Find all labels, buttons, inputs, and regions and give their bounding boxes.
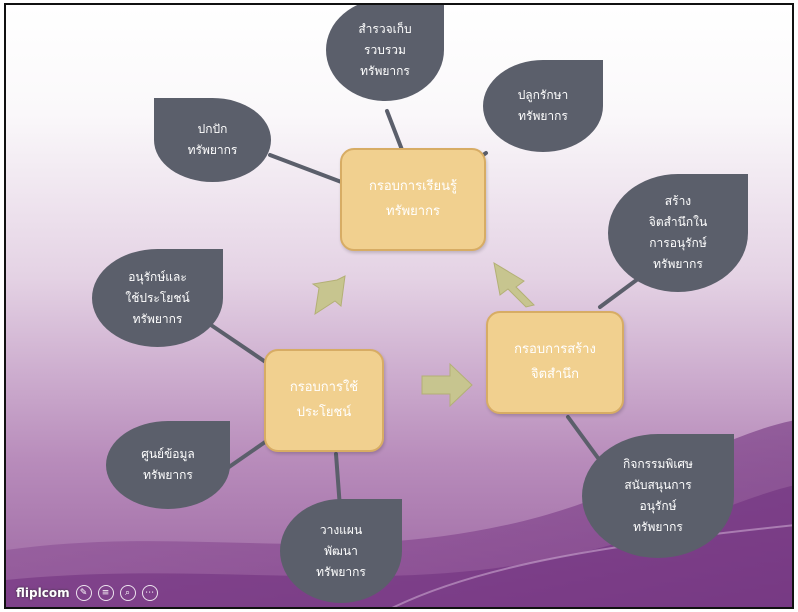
box-learning: กรอบการเรียนรู้ ทรัพยากร — [340, 148, 486, 251]
arrow-up-left — [493, 261, 535, 308]
connector-survey — [385, 109, 406, 157]
list-icon[interactable]: ≡ — [97, 585, 114, 601]
bubble-plan-develop-label: วางแผน พัฒนา ทรัพยากร — [316, 522, 366, 579]
connector-conserve-use — [206, 321, 272, 367]
zoom-icon[interactable]: ⌕ — [119, 585, 136, 601]
pencil-icon[interactable]: ✎ — [75, 585, 92, 601]
arrow-down-left — [311, 275, 346, 316]
arrow-right — [421, 362, 473, 408]
fliplcom-logo[interactable]: fliplcom — [16, 586, 70, 600]
box-awareness: กรอบการสร้าง จิตสำนึก — [486, 311, 624, 414]
bubble-preserve-label: ปลูกรักษา ทรัพยากร — [517, 88, 569, 123]
connector-special-activities — [566, 415, 600, 460]
slide-frame: กรอบการเรียนรู้ ทรัพยากร กรอบการใช้ ประโ… — [4, 3, 794, 609]
bubble-conserve-use-label: อนุรักษ์และ ใช้ประโยชน์ ทรัพยากร — [125, 269, 190, 326]
bubble-data-center-label: ศูนย์ข้อมูล ทรัพยากร — [141, 447, 195, 482]
bubble-plant-label: ปกปัก ทรัพยากร — [187, 122, 238, 157]
viewer-toolbar: fliplcom ✎ ≡ ⌕ ⋯ — [16, 585, 158, 601]
more-icon[interactable]: ⋯ — [141, 585, 158, 601]
bubble-survey-label: สำรวจเก็บ รวบรวม ทรัพยากร — [358, 21, 412, 78]
bubble-plant: ปกปัก ทรัพยากร — [154, 98, 271, 182]
connector-data-center — [227, 438, 270, 469]
bubble-conserve-use: อนุรักษ์และ ใช้ประโยชน์ ทรัพยากร — [92, 249, 223, 347]
bubble-special-activities: กิจกรรมพิเศษ สนับสนุนการ อนุรักษ์ ทรัพยา… — [582, 434, 734, 558]
bubble-special-activities-label: กิจกรรมพิเศษ สนับสนุนการ อนุรักษ์ ทรัพยา… — [623, 457, 693, 534]
bubble-create-awareness: สร้าง จิตสำนึกใน การอนุรักษ์ ทรัพยากร — [608, 174, 748, 292]
box-usage-label: กรอบการใช้ ประโยชน์ — [289, 379, 359, 420]
bubble-preserve: ปลูกรักษา ทรัพยากร — [483, 60, 603, 152]
box-learning-label: กรอบการเรียนรู้ ทรัพยากร — [369, 178, 457, 219]
connector-plant — [268, 153, 346, 185]
box-awareness-label: กรอบการสร้าง จิตสำนึก — [514, 341, 596, 382]
bubble-survey: สำรวจเก็บ รวบรวม ทรัพยากร — [326, 5, 444, 101]
bubble-data-center: ศูนย์ข้อมูล ทรัพยากร — [106, 421, 230, 509]
bubble-create-awareness-label: สร้าง จิตสำนึกใน การอนุรักษ์ ทรัพยากร — [648, 194, 708, 271]
cycle-arrows — [311, 261, 535, 408]
box-usage: กรอบการใช้ ประโยชน์ — [264, 349, 384, 452]
bubble-plan-develop: วางแผน พัฒนา ทรัพยากร — [280, 499, 402, 603]
